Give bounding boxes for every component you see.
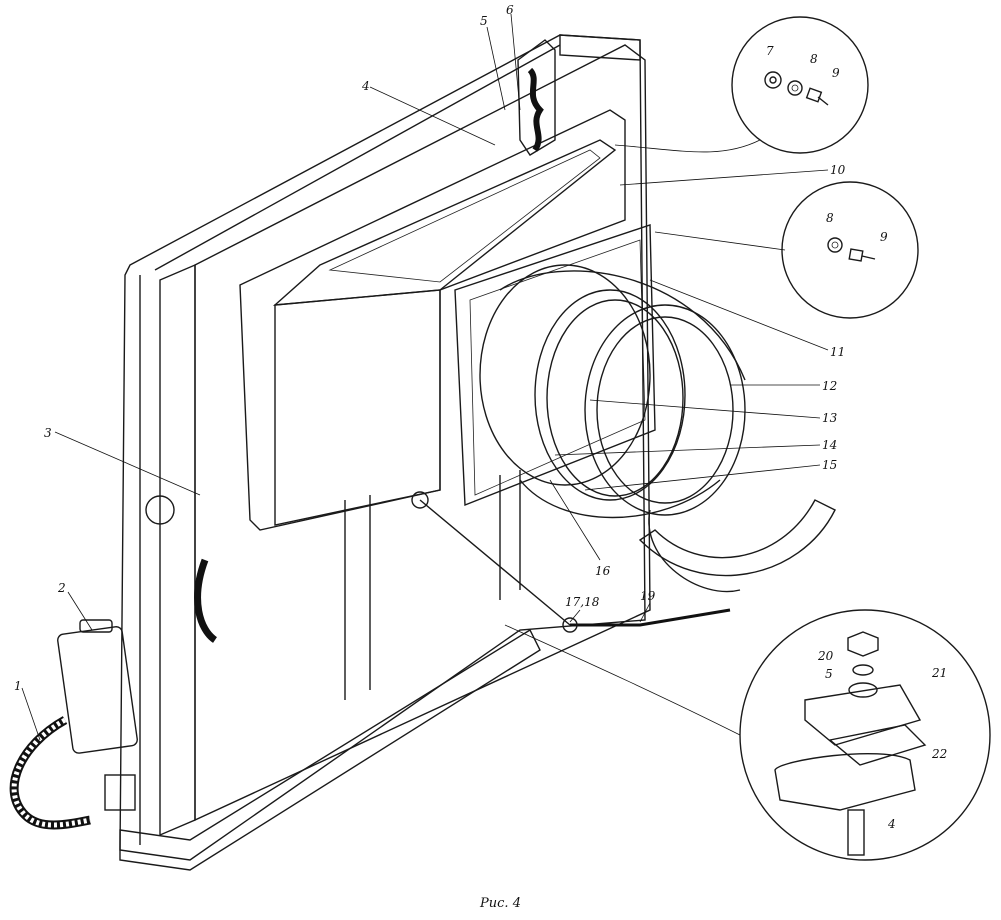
top-bracket <box>517 39 556 156</box>
label-9-top: 9 <box>832 66 840 80</box>
label-2: 2 <box>57 581 66 595</box>
part-labels: 1 2 3 4 5 6 7 8 9 10 8 9 11 12 13 14 15 … <box>14 3 947 831</box>
label-5-top: 5 <box>480 14 488 28</box>
label-19: 19 <box>640 589 656 603</box>
label-17-18: 17,18 <box>565 595 600 609</box>
label-15: 15 <box>822 458 837 472</box>
label-22: 22 <box>931 747 947 761</box>
detail-circle-mid <box>654 181 919 319</box>
hose-and-tank <box>9 619 138 830</box>
label-16: 16 <box>595 564 611 578</box>
label-7: 7 <box>766 44 774 58</box>
label-9-mid: 9 <box>880 230 888 244</box>
label-4-bottom: 4 <box>887 817 896 831</box>
label-20: 20 <box>817 649 834 663</box>
label-8-mid: 8 <box>826 211 834 225</box>
label-11: 11 <box>830 345 845 359</box>
frame <box>119 34 646 871</box>
label-13: 13 <box>822 411 838 425</box>
label-21: 21 <box>931 666 947 680</box>
label-3: 3 <box>44 426 52 440</box>
label-12: 12 <box>822 379 837 393</box>
heat-exchanger-core <box>239 109 626 531</box>
label-6: 6 <box>506 3 514 17</box>
radiator-core <box>159 44 651 837</box>
label-10: 10 <box>830 163 846 177</box>
drain-pipe <box>145 491 731 643</box>
detail-circle-top <box>614 16 869 154</box>
figure-caption: Рис. 4 <box>480 896 521 911</box>
label-8-top: 8 <box>810 52 818 66</box>
label-5-bottom: 5 <box>825 667 833 681</box>
shroud-plate <box>454 224 656 507</box>
label-1: 1 <box>14 679 22 693</box>
fan-shroud-rings <box>479 264 746 519</box>
label-14: 14 <box>822 438 837 452</box>
lower-ring-segment <box>638 499 836 593</box>
leader-lines <box>21 13 829 741</box>
detail-circle-bottom <box>504 609 991 861</box>
label-4-top: 4 <box>361 79 370 93</box>
